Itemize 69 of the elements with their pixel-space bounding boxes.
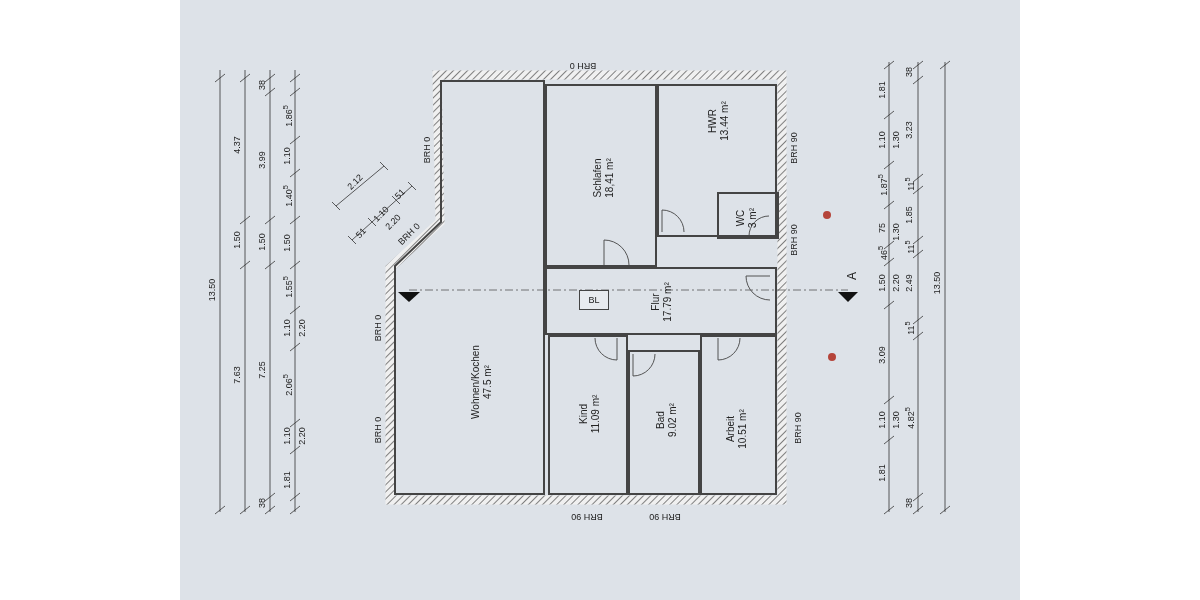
sill-height-label: BRH 0: [569, 61, 597, 71]
dimension-label: 2.49: [904, 274, 914, 292]
sill-height-label: BRH 0: [373, 314, 383, 342]
dimension-label: 13.50: [207, 278, 217, 302]
dimension-label: 7.25: [257, 361, 267, 379]
dimension-label: 1.81: [877, 464, 887, 482]
dimension-label: 4.37: [232, 136, 242, 154]
area-label: 13.44 m²: [719, 101, 731, 141]
area-label: 47.5 m²: [482, 364, 494, 401]
dimension-label: 3.09: [877, 346, 887, 364]
room-name: Schlafen: [592, 158, 604, 198]
dimension-label: 7.63: [232, 366, 242, 384]
dimension-label: 13.50: [932, 271, 942, 295]
dimension-label: 1.50: [257, 233, 267, 251]
dimension-label: 1.10: [282, 427, 292, 445]
area-label: 9.02 m²: [667, 403, 679, 437]
sill-height-label: BRH 90: [789, 132, 799, 164]
dimension-label: 3.99: [257, 151, 267, 169]
dimension-label: 2.20: [297, 319, 307, 337]
dimension-label: 51: [353, 225, 369, 241]
dimension-label: 1.10: [877, 411, 887, 429]
dimension-label: 1.81: [877, 81, 887, 99]
area-label: 3 m²: [747, 208, 759, 228]
dimension-label: 2.20: [891, 274, 901, 292]
area-label: 11.09 m²: [590, 394, 602, 434]
room-name: HWR: [707, 108, 719, 135]
dimension-label: 1.85: [904, 206, 914, 224]
marked-box: BL: [579, 290, 609, 310]
dimension-label: 1.30: [891, 223, 901, 241]
sill-height-label: BRH 90: [789, 224, 799, 256]
dimension-label: 38: [904, 67, 914, 77]
area-label: 10.51 m²: [737, 409, 749, 449]
room: [548, 335, 628, 495]
dimension-label: 38: [257, 80, 267, 90]
section-label: A: [846, 272, 858, 280]
dimension-label: 1.30: [891, 131, 901, 149]
dimension-label: 1.50: [232, 231, 242, 249]
area-label: 17.79 m²: [662, 282, 674, 322]
sill-height-label: BRH 90: [649, 512, 681, 522]
room: [700, 335, 777, 495]
dimension-label: 1.10: [282, 319, 292, 337]
dimension-label: 38: [257, 498, 267, 508]
room: [717, 192, 779, 239]
room-name: Flur: [650, 292, 662, 313]
room: [545, 84, 657, 267]
room: [628, 350, 700, 495]
room-name: Kind: [578, 403, 590, 426]
room-name: Arbeit: [725, 414, 737, 445]
dimension-label: 51: [392, 186, 408, 202]
room: [657, 84, 777, 237]
dimension-label: 38: [904, 498, 914, 508]
dimension-label: 1.50: [282, 234, 292, 252]
dimension-label: 1.30: [891, 411, 901, 429]
sill-height-label: BRH 0: [422, 136, 432, 164]
sill-height-label: BRH 90: [571, 512, 603, 522]
dimension-label: 2.20: [297, 427, 307, 445]
dimension-label: 1.10: [877, 131, 887, 149]
dimension-label: 1.81: [282, 471, 292, 489]
room: [545, 267, 777, 335]
room-name: Bad: [655, 410, 667, 431]
area-label: 18,41 m²: [604, 158, 616, 198]
room-name: WC: [735, 208, 747, 228]
dimension-label: 1.10: [282, 147, 292, 165]
sill-height-label: BRH 90: [793, 412, 803, 444]
dimension-label: 75: [877, 223, 887, 233]
sill-height-label: BRH 0: [373, 416, 383, 444]
dimension-label: 3.23: [904, 121, 914, 139]
dimension-label: 1.50: [877, 274, 887, 292]
room-name: Wohnen/Kochen: [470, 345, 482, 419]
